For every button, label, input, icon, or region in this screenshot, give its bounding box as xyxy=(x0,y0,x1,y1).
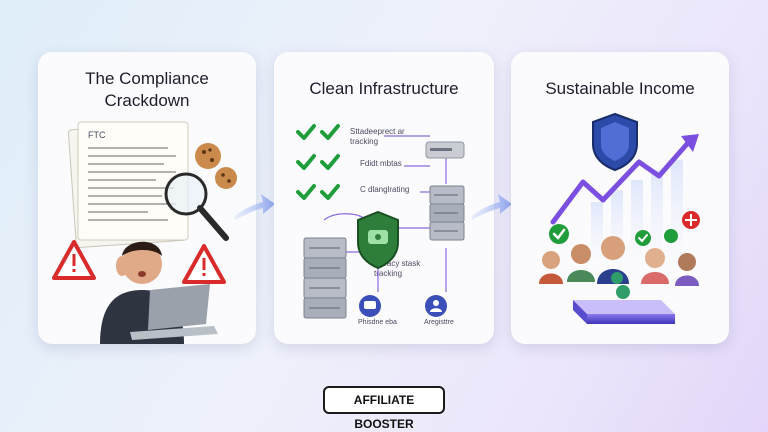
user-icon xyxy=(425,295,447,317)
person-avatar xyxy=(641,248,669,284)
flow-label: Aregisttre xyxy=(424,319,454,326)
server-icon xyxy=(429,185,465,241)
flow-label: Phisdne eba xyxy=(358,319,397,326)
shield-icon xyxy=(357,210,399,270)
check-badge-icon xyxy=(635,230,651,246)
plus-badge-icon xyxy=(682,211,700,229)
server-icon xyxy=(303,237,347,319)
flow-label: Fdidt mbtas xyxy=(360,159,402,168)
compliance-illustration: FTC xyxy=(52,121,237,344)
panel-title-line: Crackdown xyxy=(104,91,190,110)
clean-infrastructure-panel: Clean Infrastructure Sttadeeprect ar tra… xyxy=(274,52,494,344)
laptop-icon xyxy=(130,284,218,340)
ftc-document-icon: FTC xyxy=(67,121,189,249)
panel-title: Clean Infrastructure xyxy=(309,79,459,98)
cookie-icon xyxy=(195,143,237,189)
check-icon xyxy=(296,124,316,140)
flow-label: privacy stask xyxy=(374,259,421,268)
income-illustration xyxy=(539,112,700,324)
panel-title-line: The Compliance xyxy=(85,69,209,88)
flow-label: tracking xyxy=(374,269,402,278)
infrastructure-illustration: Sttadeeprect ar tracking Fdidt mbtas C d… xyxy=(296,124,465,326)
check-icon xyxy=(320,124,340,140)
arrow-right-icon xyxy=(235,194,275,220)
check-icon xyxy=(320,184,340,200)
arrow-right-icon xyxy=(472,194,512,220)
flow-label: C dlanglrating xyxy=(360,185,409,194)
brand-logo: AFFILIATE BOOSTER xyxy=(323,386,445,431)
platform-icon xyxy=(573,272,675,324)
panel-title: The Compliance Crackdown xyxy=(38,68,256,112)
person-avatar xyxy=(539,251,563,284)
compliance-crackdown-panel: The Compliance Crackdown FTC xyxy=(38,52,256,344)
trend-arrow-icon xyxy=(550,141,690,225)
check-icon xyxy=(320,154,340,170)
check-icon xyxy=(296,154,316,170)
router-icon xyxy=(425,141,465,159)
warning-icon xyxy=(182,244,226,284)
check-badge-icon xyxy=(664,229,678,243)
warning-icon xyxy=(52,240,96,280)
person-avatar xyxy=(675,253,699,286)
check-icon xyxy=(296,184,316,200)
magnifying-glass-icon xyxy=(164,172,229,241)
document-header: FTC xyxy=(88,130,106,140)
flow-label: tracking xyxy=(350,137,378,146)
flow-label: Sttadeeprect ar xyxy=(350,127,405,136)
check-badge-icon xyxy=(549,224,569,244)
person-avatar xyxy=(567,244,595,282)
panel-title: Sustainable Income xyxy=(545,79,695,98)
sustainable-income-panel: Sustainable Income xyxy=(511,52,729,344)
chat-icon xyxy=(359,295,381,317)
trend-arrow-head-icon xyxy=(681,134,699,152)
shield-icon xyxy=(592,112,638,172)
